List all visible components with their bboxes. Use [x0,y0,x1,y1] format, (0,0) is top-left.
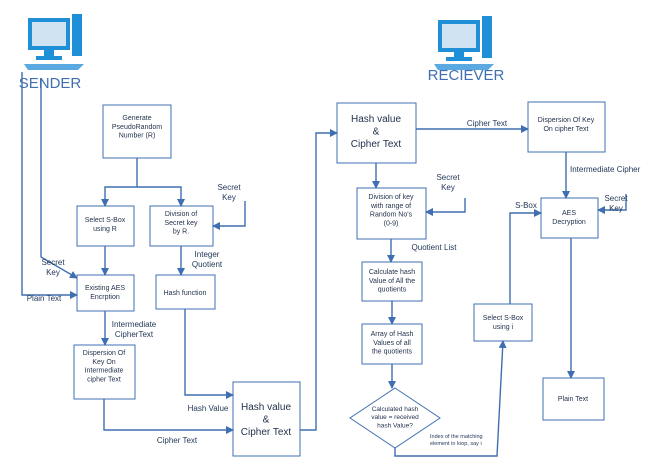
cipher-text-receiver-label: Cipher Text [467,119,508,128]
index-to-sbox-arrow [394,340,507,457]
hash-function-label: Hash function [164,290,207,297]
hash-value-label: Hash Value [188,404,229,413]
plain-text-output-box [542,377,605,421]
sbox-label: S-Box [515,201,537,210]
cipher-text-sender-arrow [103,399,234,434]
calc-hash-box [361,261,423,302]
receiver-computer-icon [434,16,494,70]
hash-cipher-sender-label: Hash value&Cipher Text [241,402,292,438]
hash-value-arrow [184,309,234,399]
generate-prn-box [102,104,172,159]
secret-key-receiver-b-arrow [597,194,627,214]
intermediate-cipher-label: Intermediate Cipher [570,165,641,174]
sender-computer-icon [24,14,84,70]
sender-title: SENDER [19,75,82,92]
cipher-text-sender-label: Cipher Text [157,436,198,445]
receiver-title: RECIEVER [428,67,505,84]
prn-to-sbox-arrow [101,158,138,207]
select-sbox-i-box [473,303,533,342]
sender-to-receiver-arrow [300,129,338,431]
quotient-list-label: Quotient List [412,243,458,252]
hash-cipher-receiver-box [336,102,417,164]
prn-to-division-arrow [137,186,185,207]
plain-text-output-label: Plain Text [558,396,588,403]
sbox-to-decryption-arrow [509,209,542,304]
plain-text-input-arrow [21,72,78,299]
secret-key-sender-b-arrow [212,201,246,230]
hash-cipher-receiver-label: Hash value&Cipher Text [351,114,402,150]
secret-key-sender-a-arrow [40,78,78,279]
hash-cipher-sender-box [232,381,301,457]
plain-text-input-label: Plain Text [27,294,62,303]
secret-key-receiver-a-arrow [425,198,466,216]
